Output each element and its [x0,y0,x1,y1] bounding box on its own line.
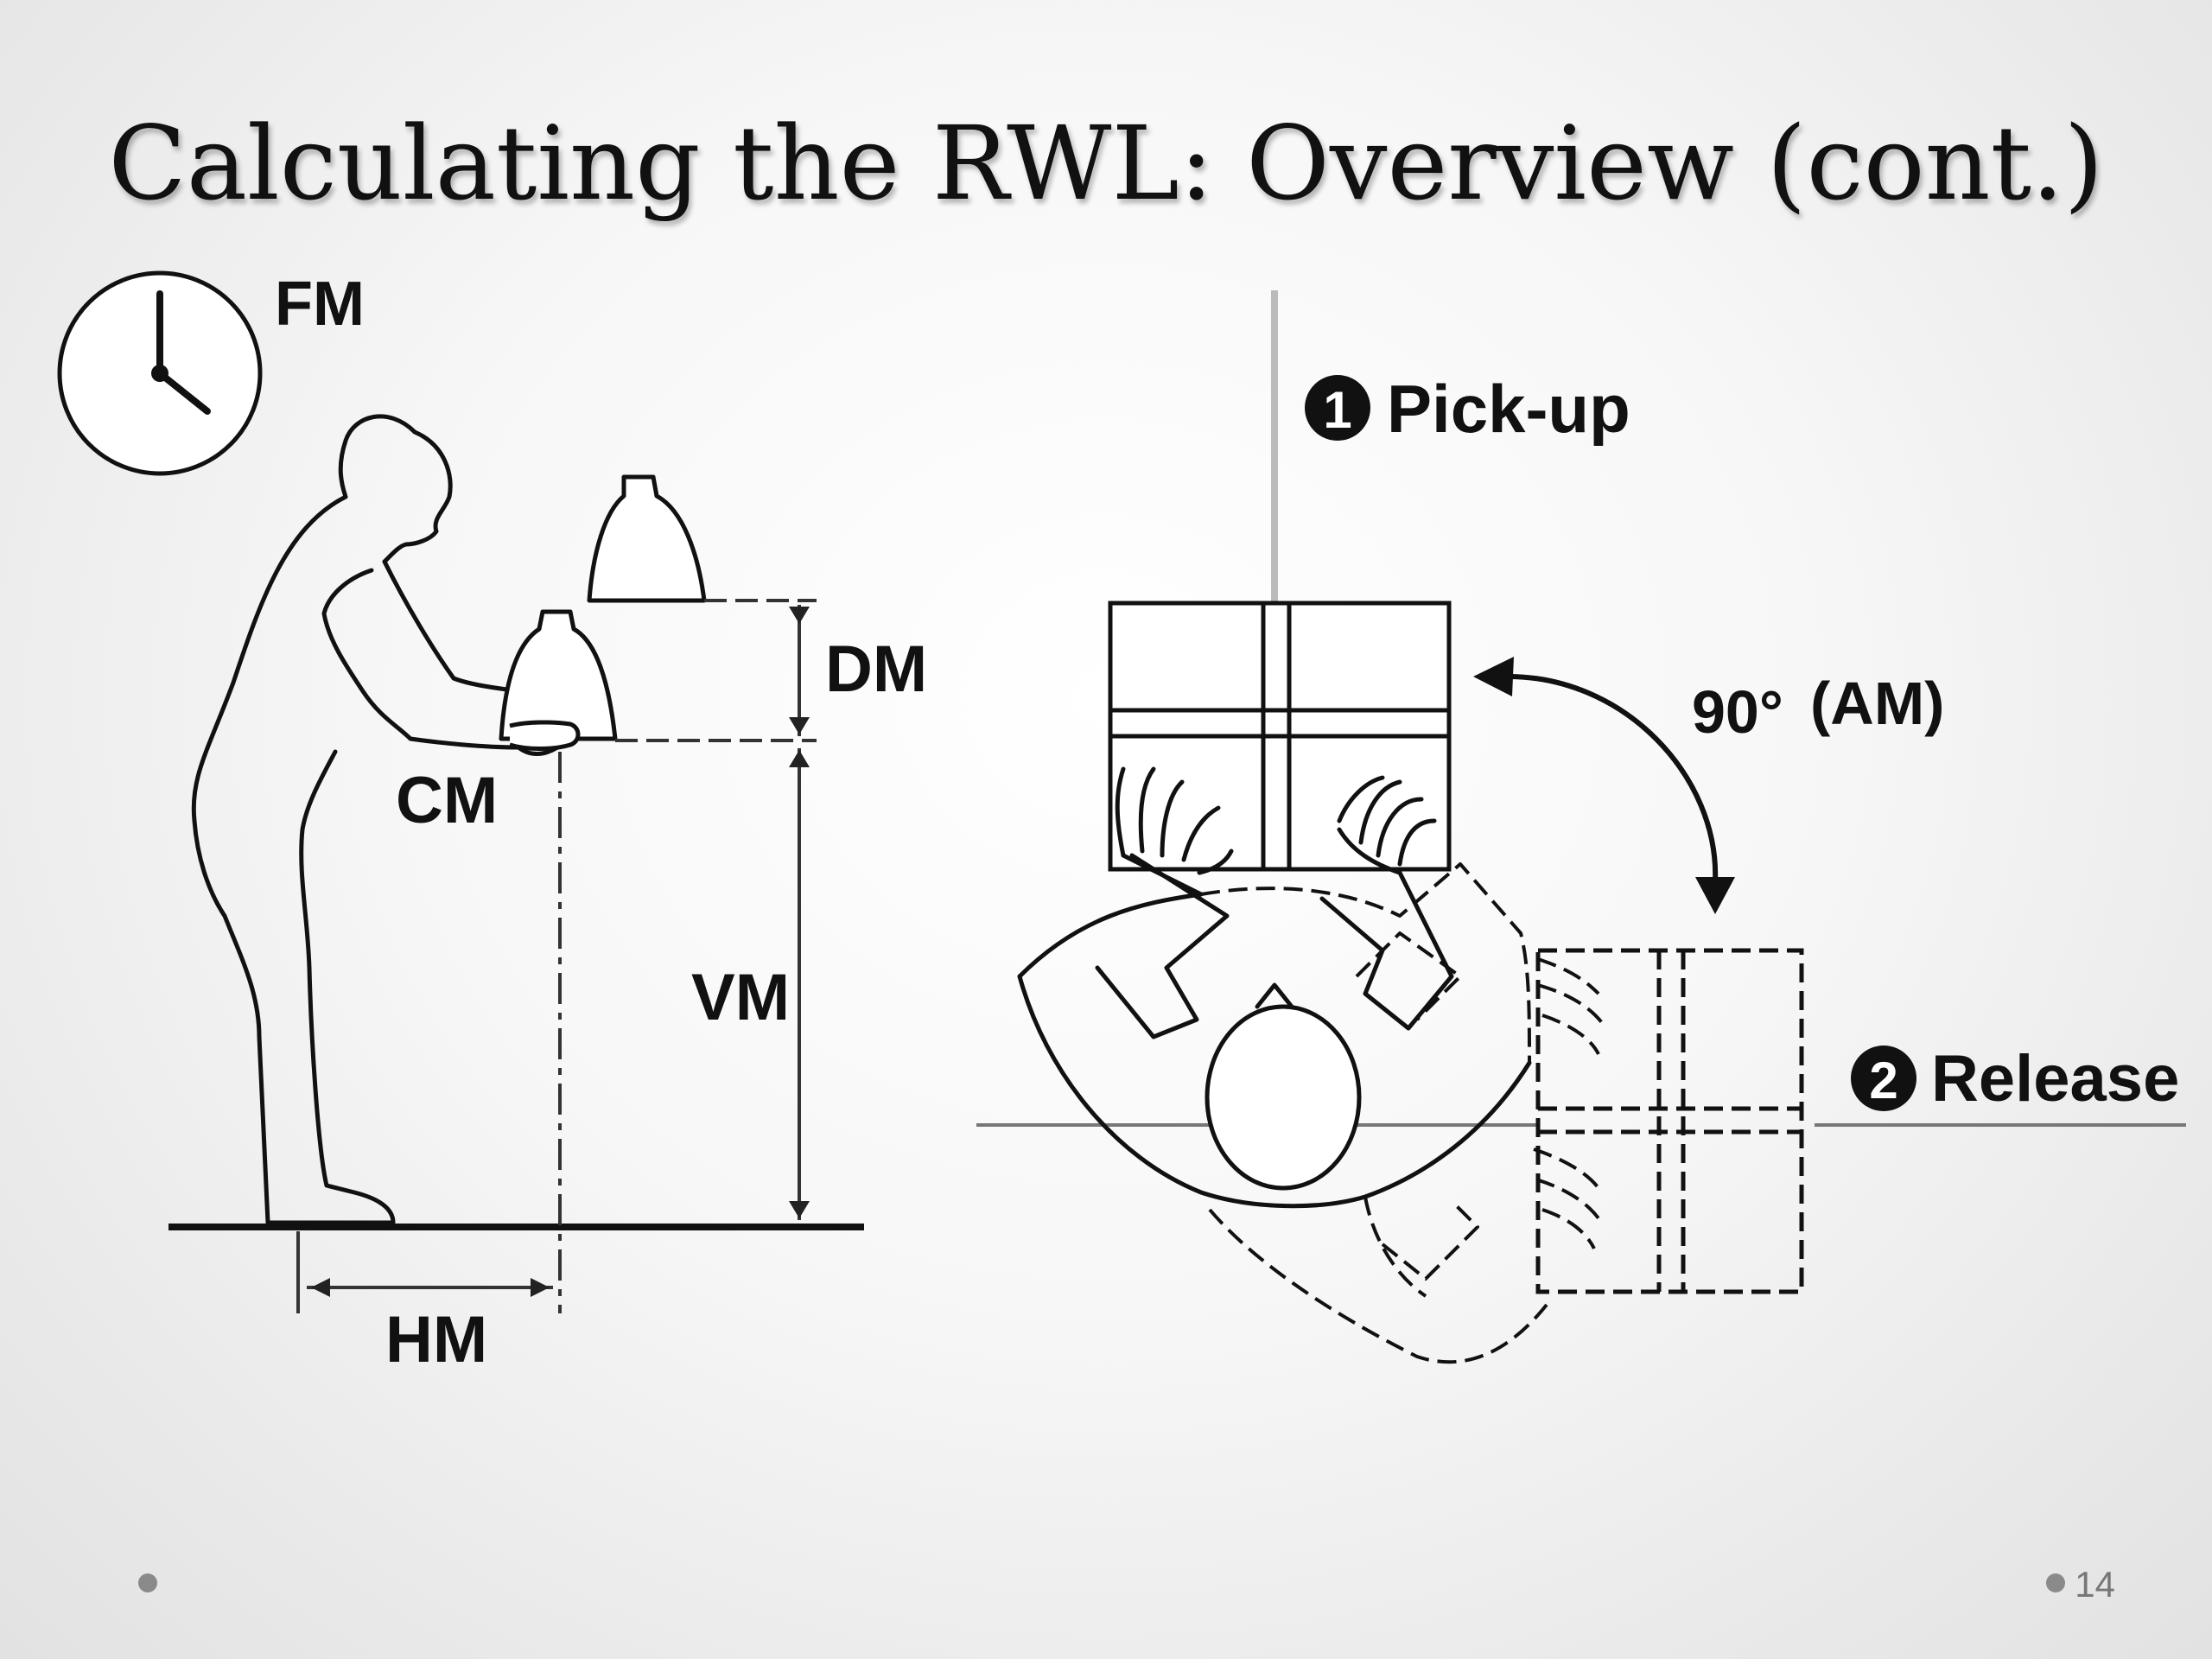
object-destination-icon [587,474,707,603]
footer-right-dot [2046,1573,2065,1592]
angle-label: (AM) [1810,670,1944,737]
pickup-marker: 1 [1305,375,1370,441]
lifter-side-figure [191,414,590,1225]
fm-label: FM [275,270,365,339]
page-number: 14 [2075,1564,2115,1605]
cm-label: CM [396,764,498,837]
angle-degrees: 90° [1692,678,1783,746]
dm-label: DM [825,632,927,706]
hm-label: HM [385,1303,487,1376]
object-origin-icon [499,609,618,741]
lifter-top-figure [1017,766,1532,1209]
dimension-arrowheads [311,607,810,1297]
lifter-top-figure-rotated [1200,862,1605,1364]
pickup-number: 1 [1323,381,1351,439]
pickup-label: Pick-up [1387,371,1630,447]
vm-label: VM [691,961,790,1034]
pickup-box [1108,601,1452,872]
footer-left-dot [138,1573,157,1592]
release-box [1535,948,1804,1294]
rotation-arc-arrow [1473,657,1735,914]
slide-title: Calculating the RWL: Overview (cont.) [108,104,2104,223]
release-number: 2 [1869,1052,1897,1109]
release-marker: 2 [1851,1046,1916,1111]
release-label: Release [1931,1042,2179,1116]
dimension-lines [296,599,817,1313]
clock-icon [57,270,263,476]
